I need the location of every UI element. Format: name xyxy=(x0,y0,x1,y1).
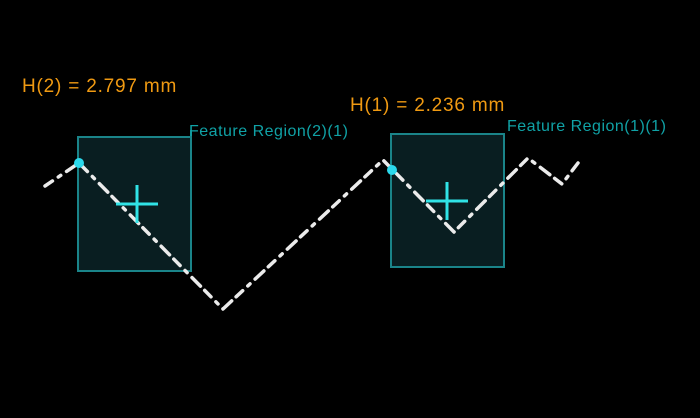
profile-trace xyxy=(43,156,580,311)
measurement-label-h1: H(1) = 2.236 mm xyxy=(350,95,506,116)
anchor-dot-1[interactable] xyxy=(387,165,397,175)
measurement-label-h2: H(2) = 2.797 mm xyxy=(22,76,178,97)
feature-region-label-2: Feature Region(2)(1) xyxy=(189,123,349,140)
anchor-dot-2[interactable] xyxy=(74,158,84,168)
feature-region-label-1: Feature Region(1)(1) xyxy=(507,118,667,135)
